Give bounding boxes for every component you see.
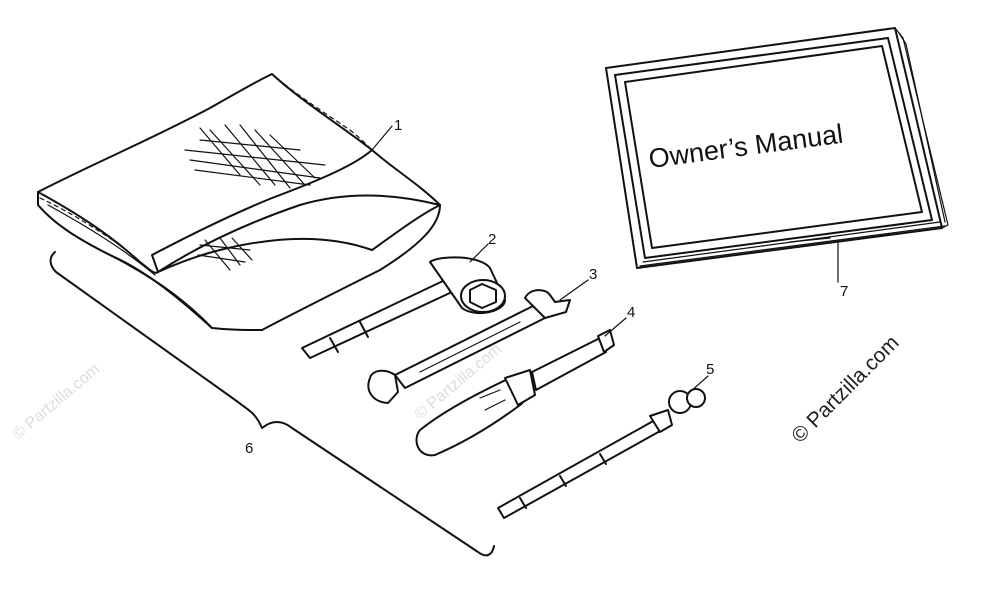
screwdriver bbox=[415, 329, 615, 457]
callout-6: 6 bbox=[245, 440, 253, 457]
owners-manual: Owner’s Manual bbox=[605, 27, 949, 269]
watermark-faint-left: © Partzilla.com bbox=[10, 361, 104, 443]
callout-1: 1 bbox=[394, 117, 402, 134]
tool-pouch bbox=[37, 73, 441, 331]
spark-plug-wrench bbox=[301, 256, 506, 359]
open-end-wrench bbox=[367, 289, 571, 404]
leader-lines bbox=[371, 125, 839, 393]
watermark-main: © Partzilla.com bbox=[787, 331, 903, 447]
callout-5: 5 bbox=[706, 361, 714, 378]
callout-3: 3 bbox=[589, 266, 597, 283]
kit-bracket bbox=[49, 251, 495, 557]
callout-4: 4 bbox=[627, 304, 635, 321]
spark-plug-gauge bbox=[497, 388, 706, 519]
callout-7: 7 bbox=[840, 283, 848, 300]
callout-2: 2 bbox=[488, 231, 496, 248]
